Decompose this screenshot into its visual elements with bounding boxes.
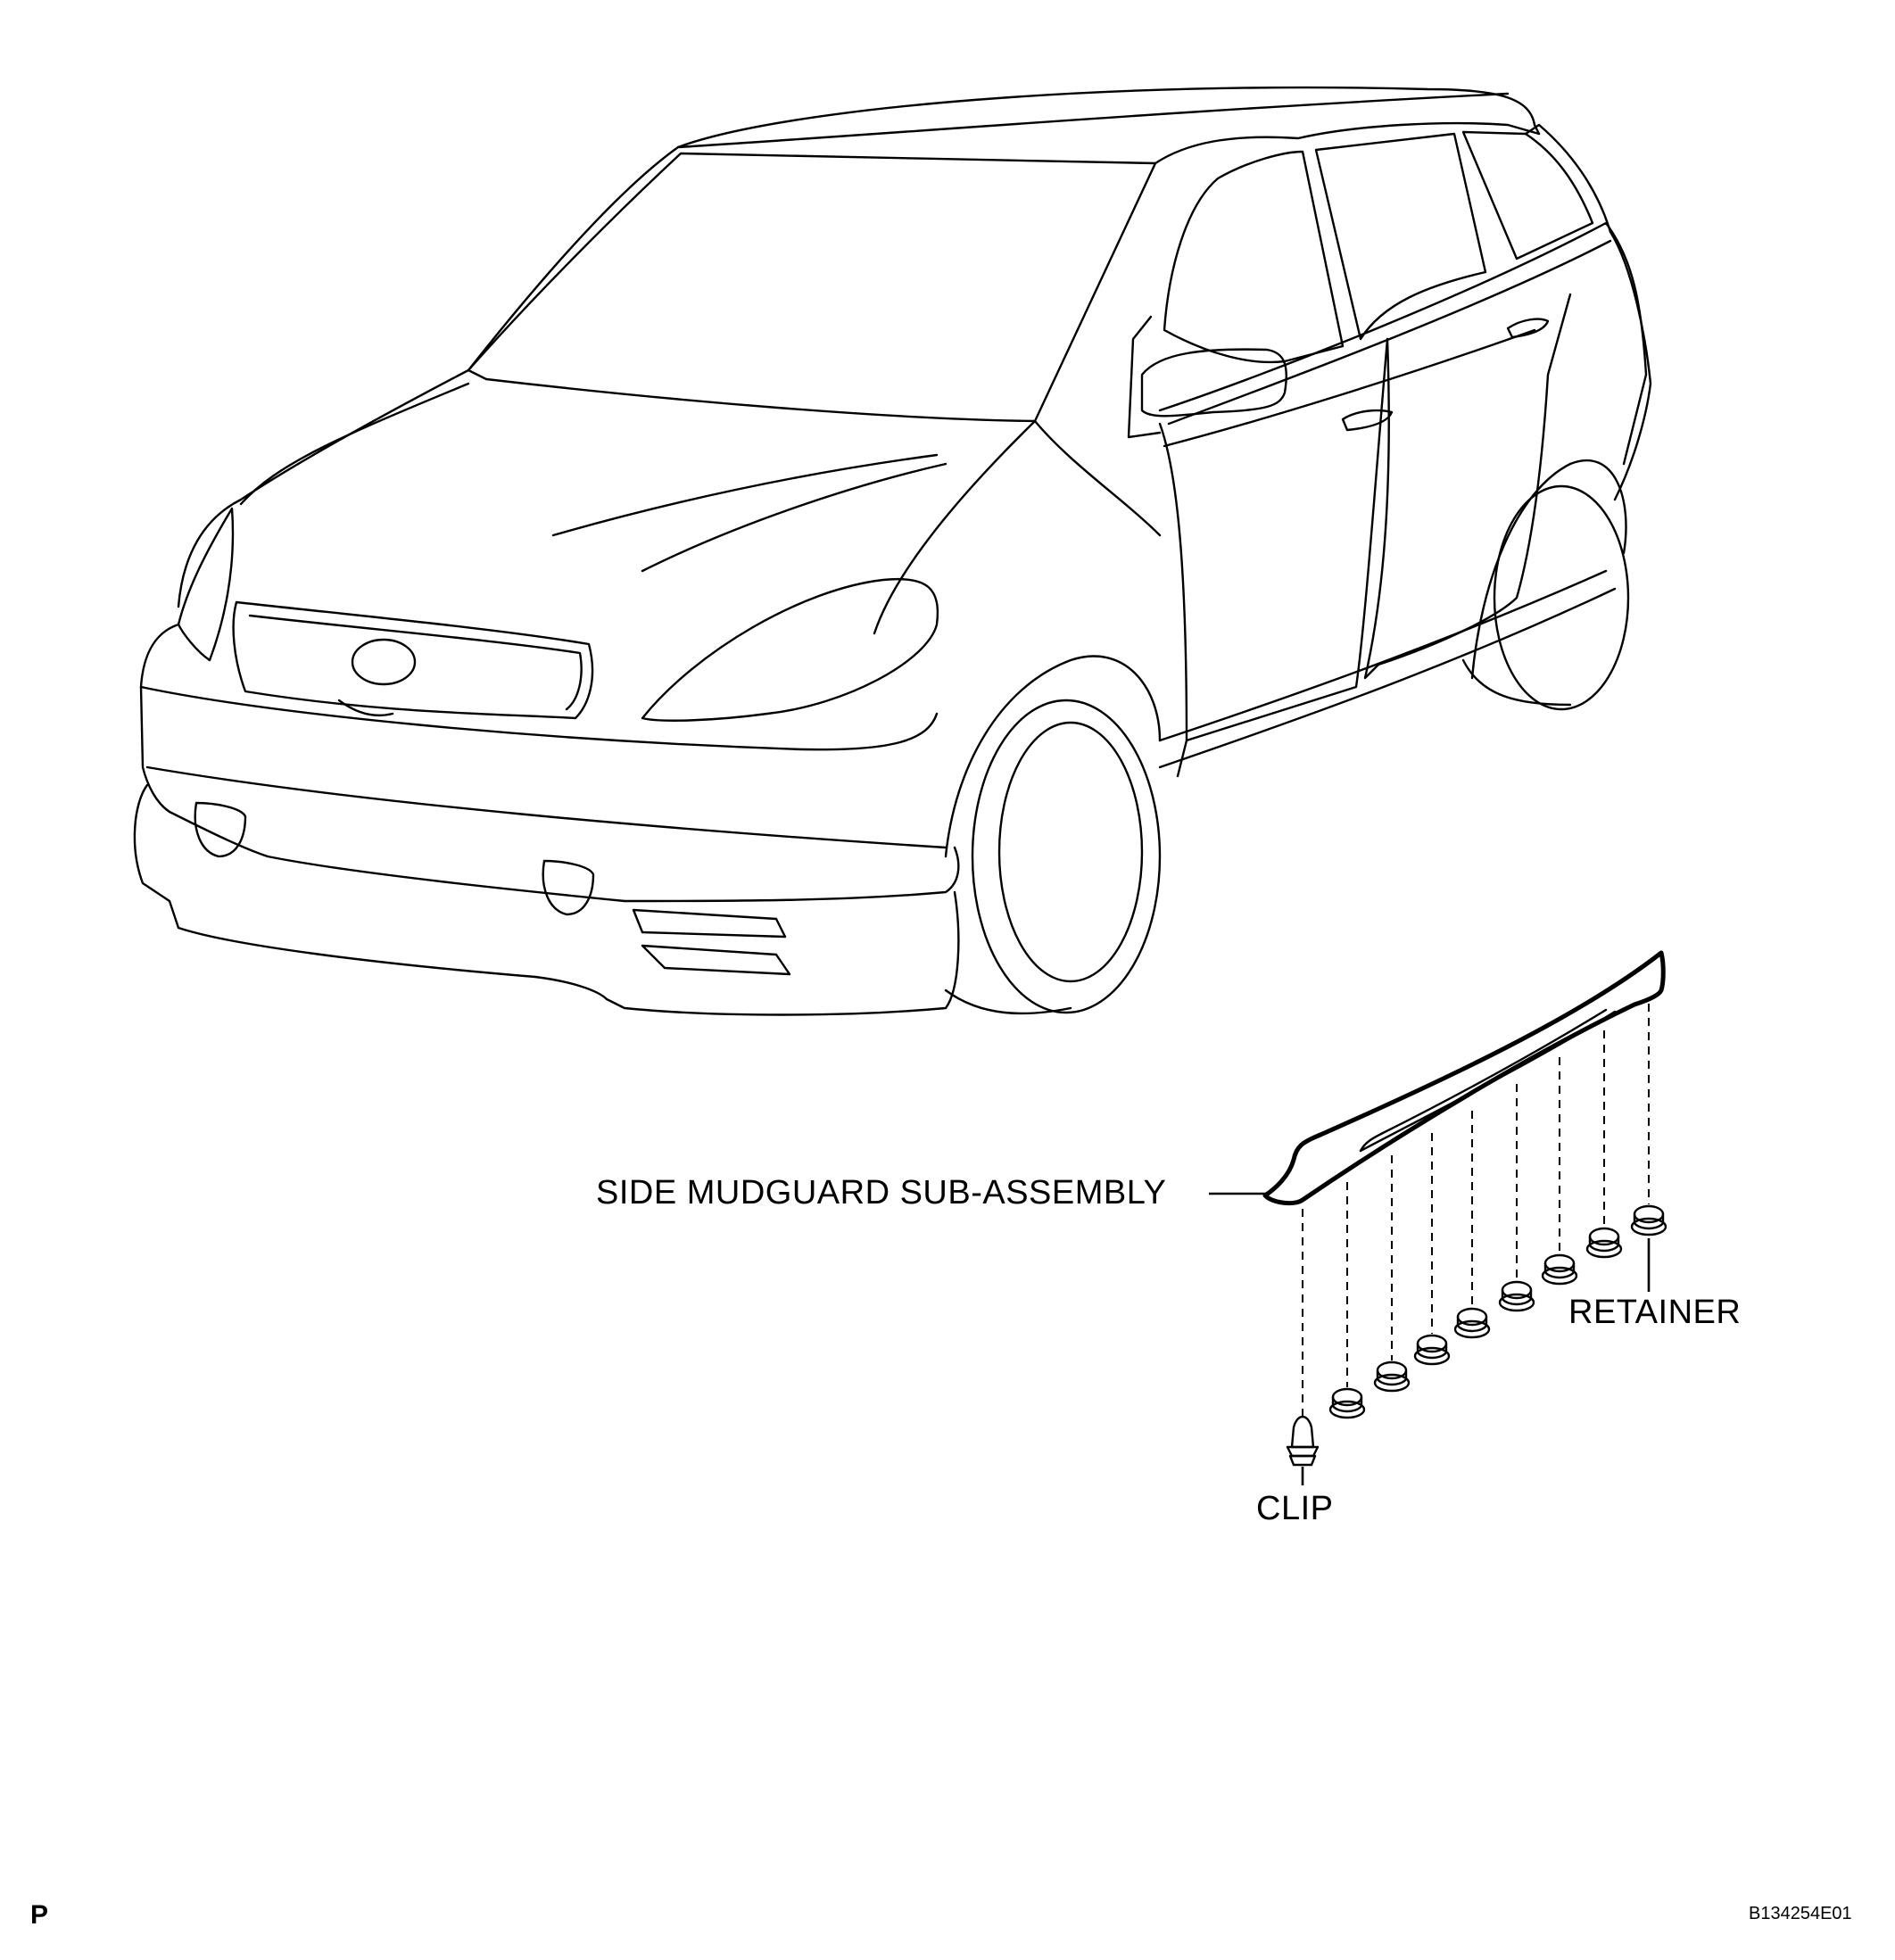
vehicle-drawing bbox=[133, 86, 1652, 1016]
fastener-guide-lines bbox=[1302, 1004, 1650, 1418]
side-mudguard-part bbox=[1262, 950, 1666, 1206]
retainer-label: RETAINER bbox=[1568, 1294, 1742, 1331]
figure-code: B134254E01 bbox=[1749, 1904, 1852, 1923]
retainer-fasteners bbox=[1328, 1204, 1667, 1419]
retainer-6 bbox=[1541, 1253, 1578, 1286]
retainer-4 bbox=[1453, 1307, 1491, 1339]
side-mudguard-label: SIDE MUDGUARD SUB-ASSEMBLY bbox=[596, 1174, 1167, 1212]
clip-fastener bbox=[1286, 1415, 1320, 1467]
retainer-5 bbox=[1498, 1280, 1535, 1312]
retainer-2 bbox=[1373, 1360, 1411, 1393]
retainer-3 bbox=[1413, 1334, 1451, 1366]
retainer-7 bbox=[1585, 1227, 1623, 1259]
retainer-8 bbox=[1630, 1204, 1667, 1236]
page-marker: P bbox=[30, 1900, 49, 1930]
retainer-1 bbox=[1328, 1387, 1366, 1419]
clip-label: CLIP bbox=[1256, 1490, 1334, 1527]
